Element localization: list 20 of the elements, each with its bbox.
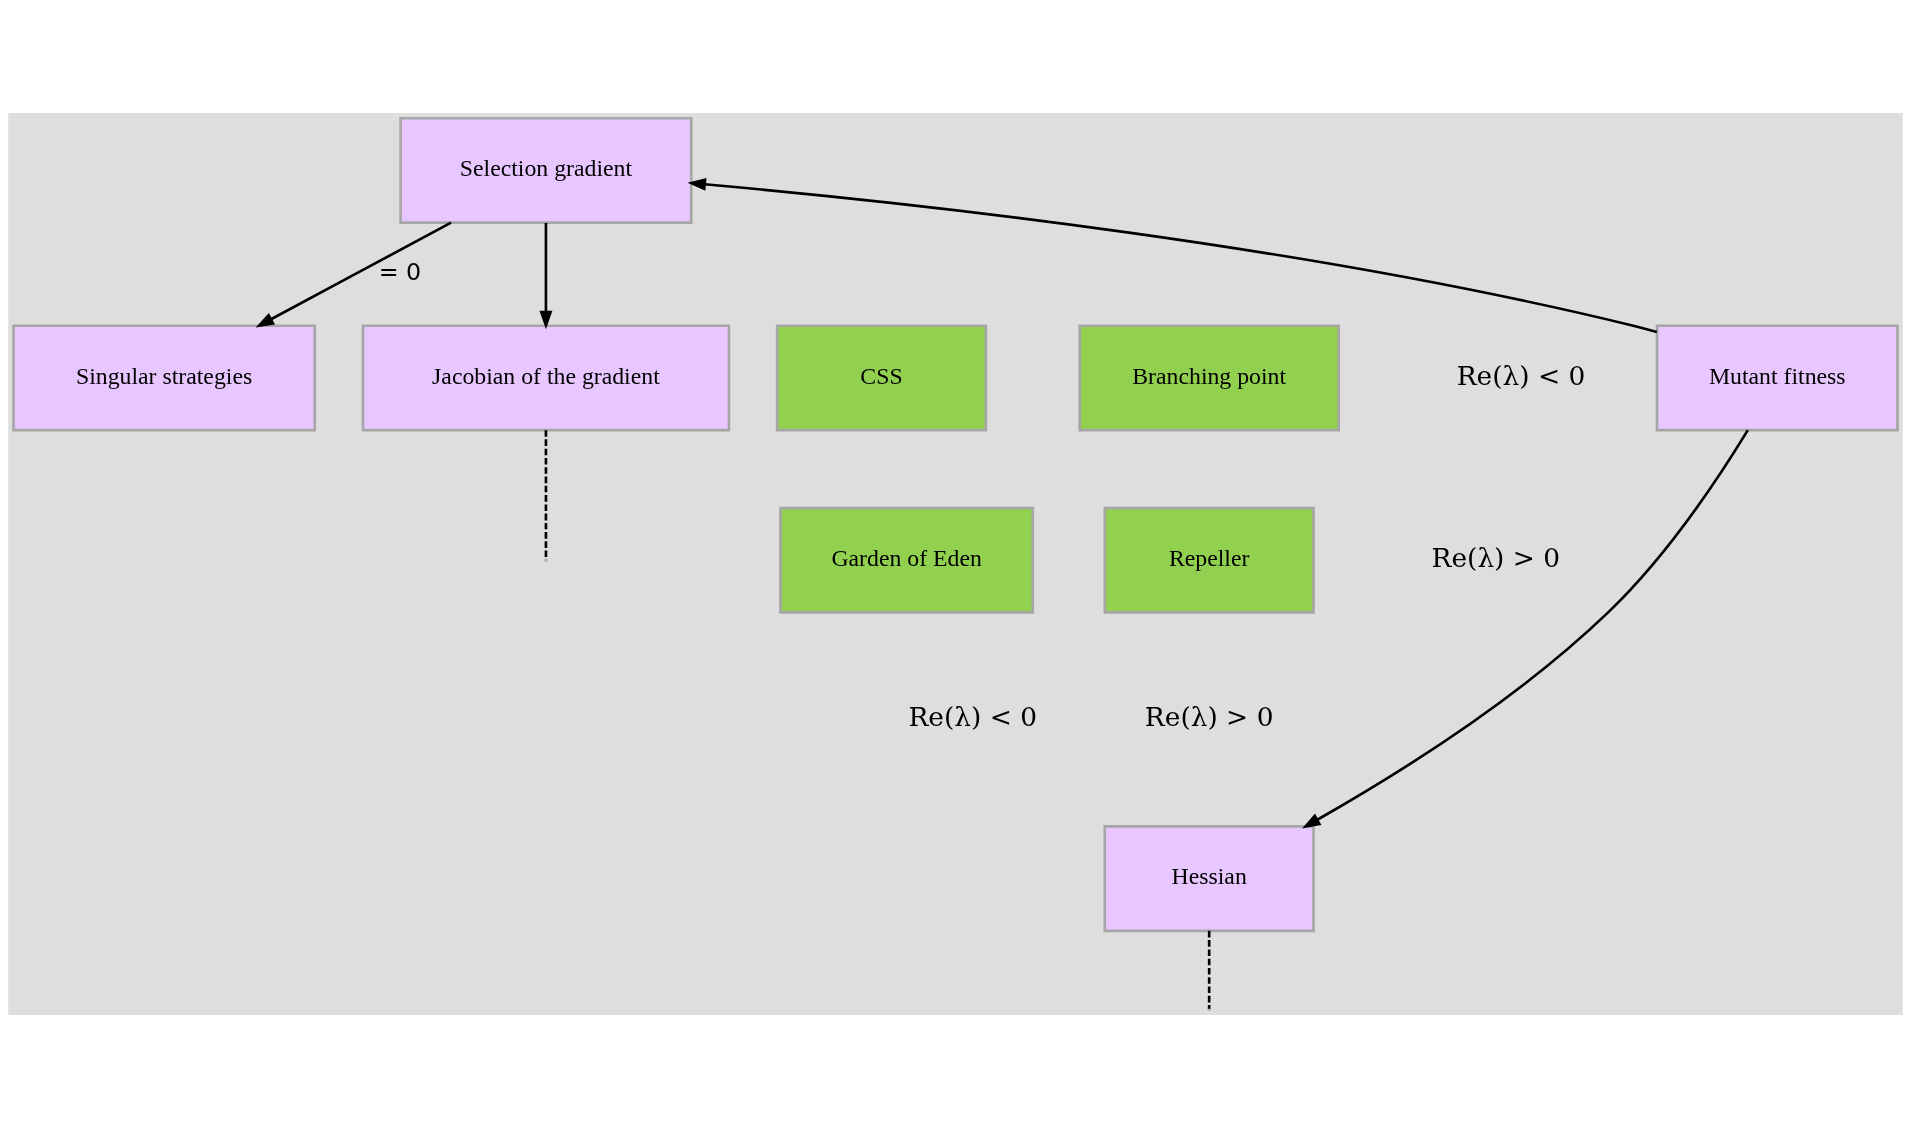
- connector: [1207, 930, 1211, 1009]
- label: Re(λ) < 0: [1456, 359, 1586, 390]
- label: Re(λ) < 0: [908, 700, 1037, 732]
- node-box: Repeller: [1103, 506, 1315, 614]
- arrow: [687, 177, 1658, 333]
- node-box: Garden of Eden: [779, 506, 1035, 614]
- arrow: [1302, 428, 1749, 828]
- connector: [544, 429, 548, 559]
- label: Re(λ) > 0: [1144, 700, 1274, 732]
- arrow: [255, 221, 452, 327]
- arrow: [539, 222, 553, 329]
- node-box: Selection gradient: [399, 116, 693, 224]
- label: Re(λ) > 0: [1431, 541, 1561, 573]
- node-box: Jacobian of the gradient: [361, 323, 731, 431]
- node-box: Singular strategies: [12, 323, 317, 431]
- node-box: Hessian: [1103, 824, 1315, 932]
- edge-label: = 0: [378, 257, 422, 286]
- node-box: Mutant fitness: [1655, 323, 1899, 431]
- node-box: CSS: [775, 323, 988, 431]
- node-box: Branching point: [1078, 323, 1340, 431]
